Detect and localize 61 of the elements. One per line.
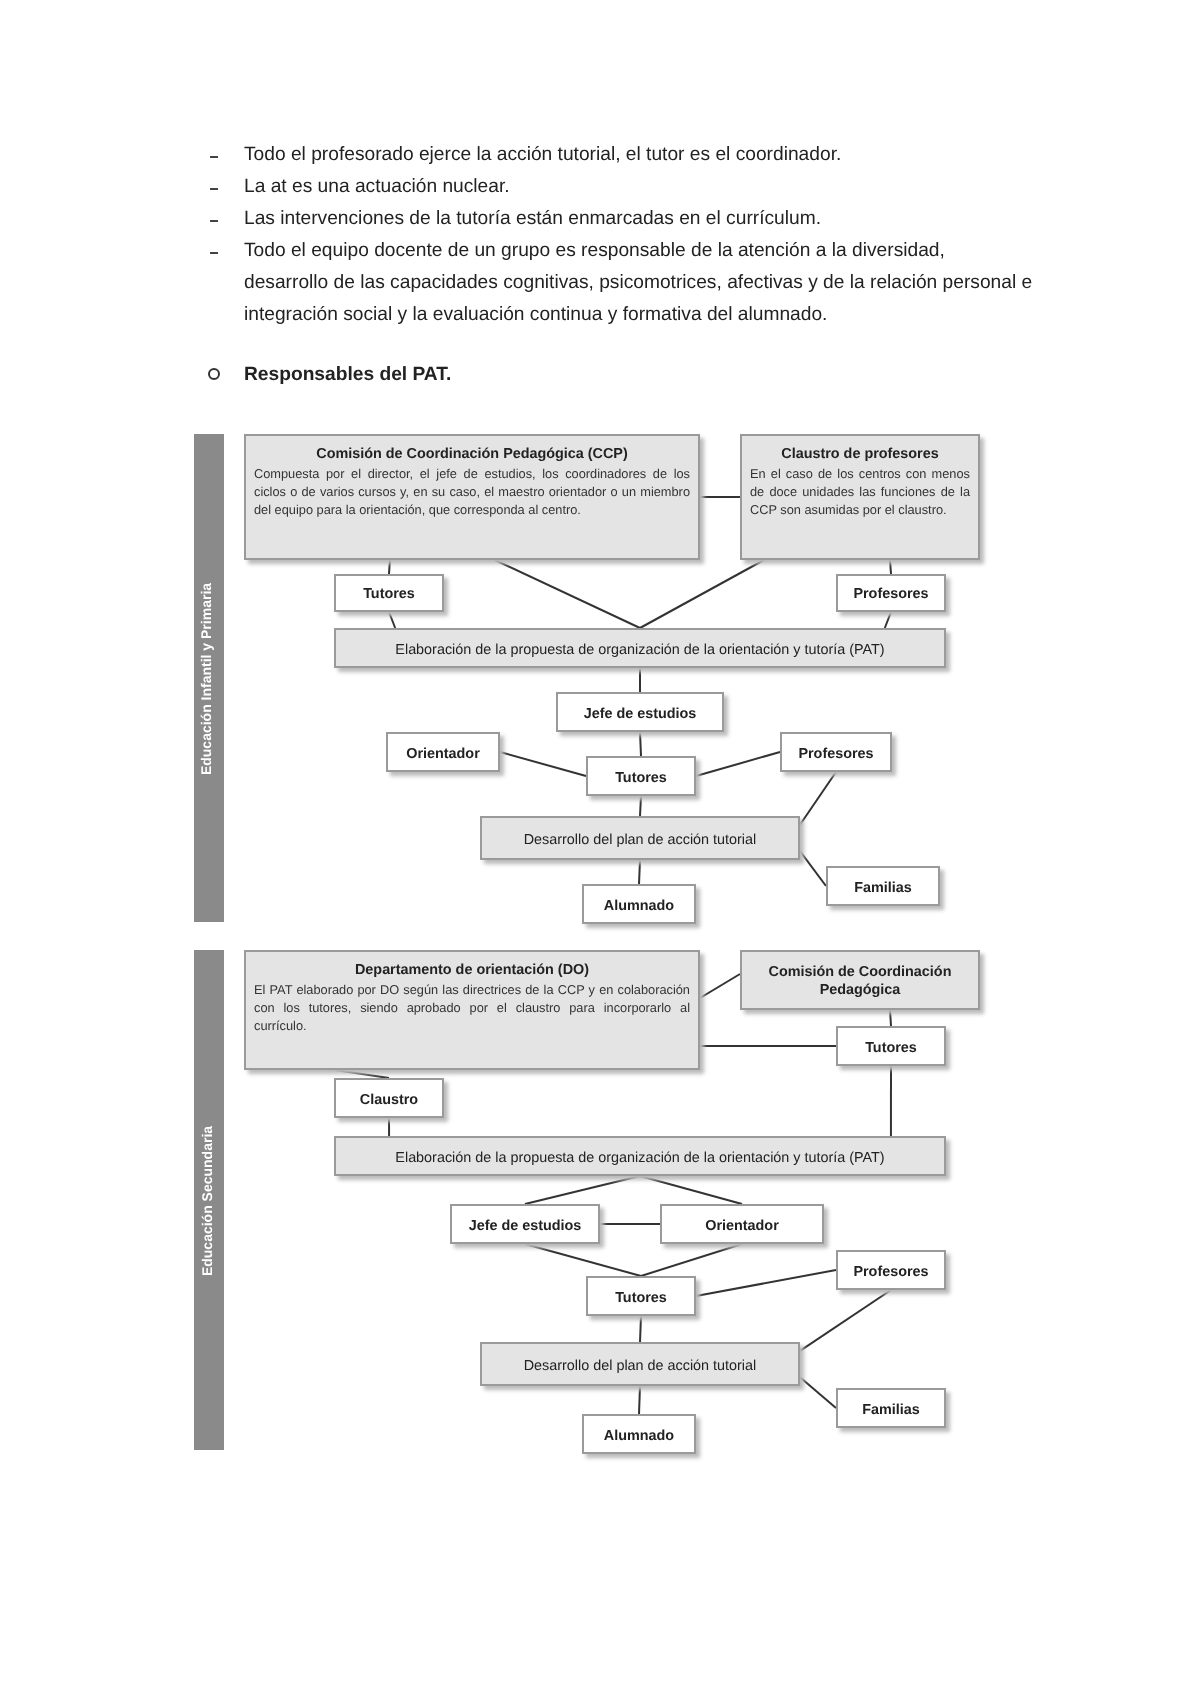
connector-line xyxy=(639,559,765,629)
connector-line xyxy=(638,859,641,885)
connector-line xyxy=(695,751,781,777)
section-heading: Responsables del PAT. xyxy=(244,362,452,390)
role-box xyxy=(780,732,892,772)
process-box xyxy=(334,628,946,668)
connector-line xyxy=(639,667,641,693)
role-box xyxy=(334,574,444,612)
connector-line xyxy=(499,751,587,777)
connector-line xyxy=(388,1117,391,1137)
info-box xyxy=(244,434,700,560)
connector-line xyxy=(599,1223,661,1225)
connector-line xyxy=(699,496,741,498)
connector-line xyxy=(388,559,391,575)
role-box xyxy=(586,756,696,796)
role-box xyxy=(334,1078,444,1118)
process-box xyxy=(480,1342,800,1386)
role-box xyxy=(586,1276,696,1316)
process-box xyxy=(334,1136,946,1176)
role-box xyxy=(836,1026,946,1066)
connector-line xyxy=(639,1315,642,1343)
connector-line xyxy=(889,559,892,575)
connector-line xyxy=(799,850,827,887)
section-band xyxy=(194,950,224,1450)
section-band xyxy=(194,434,224,922)
role-box xyxy=(582,1414,696,1454)
info-box xyxy=(244,950,700,1070)
connector-line xyxy=(524,1243,642,1277)
role-box xyxy=(556,692,724,732)
info-box xyxy=(740,434,980,560)
connector-line xyxy=(699,973,741,999)
connector-line xyxy=(639,795,642,817)
info-box xyxy=(740,950,980,1010)
bullet-text: Todo el equipo docente de un grupo es responsable de la atención a la diversidad, desarrollo de las capacidades cognitivas, psicomotrices, afectivas y de la relación personal e integración social y la evaluación continua y formativa del alumnado. xyxy=(244,238,1034,330)
connector-line xyxy=(799,771,837,826)
bullet-text: Las intervenciones de la tutoría están enmarcadas en el currículum. xyxy=(244,206,824,234)
connector-line xyxy=(640,1243,743,1277)
connector-line xyxy=(524,1175,641,1205)
connector-line xyxy=(883,611,892,629)
connector-line xyxy=(388,611,397,629)
role-box xyxy=(836,574,946,612)
connector-line xyxy=(695,1269,837,1297)
role-box xyxy=(660,1204,824,1244)
role-box xyxy=(836,1250,946,1290)
connector-line xyxy=(889,1065,892,1137)
role-box xyxy=(450,1204,600,1244)
bullet-text: Todo el profesorado ejerce la acción tutorial, el tutor es el coordinador. xyxy=(244,142,844,170)
bullet-text: La at es una actuación nuclear. xyxy=(244,174,512,202)
role-box xyxy=(582,884,696,924)
role-box xyxy=(836,1388,946,1428)
connector-line xyxy=(799,1376,837,1409)
connector-line xyxy=(493,559,641,629)
process-box xyxy=(480,816,800,860)
connector-line xyxy=(639,1175,743,1205)
connector-line xyxy=(638,1385,641,1415)
connector-line xyxy=(699,1045,837,1047)
role-box xyxy=(826,866,940,906)
connector-line xyxy=(639,731,642,757)
role-box xyxy=(386,732,500,772)
connector-line xyxy=(799,1289,892,1352)
connector-line xyxy=(889,1009,892,1027)
